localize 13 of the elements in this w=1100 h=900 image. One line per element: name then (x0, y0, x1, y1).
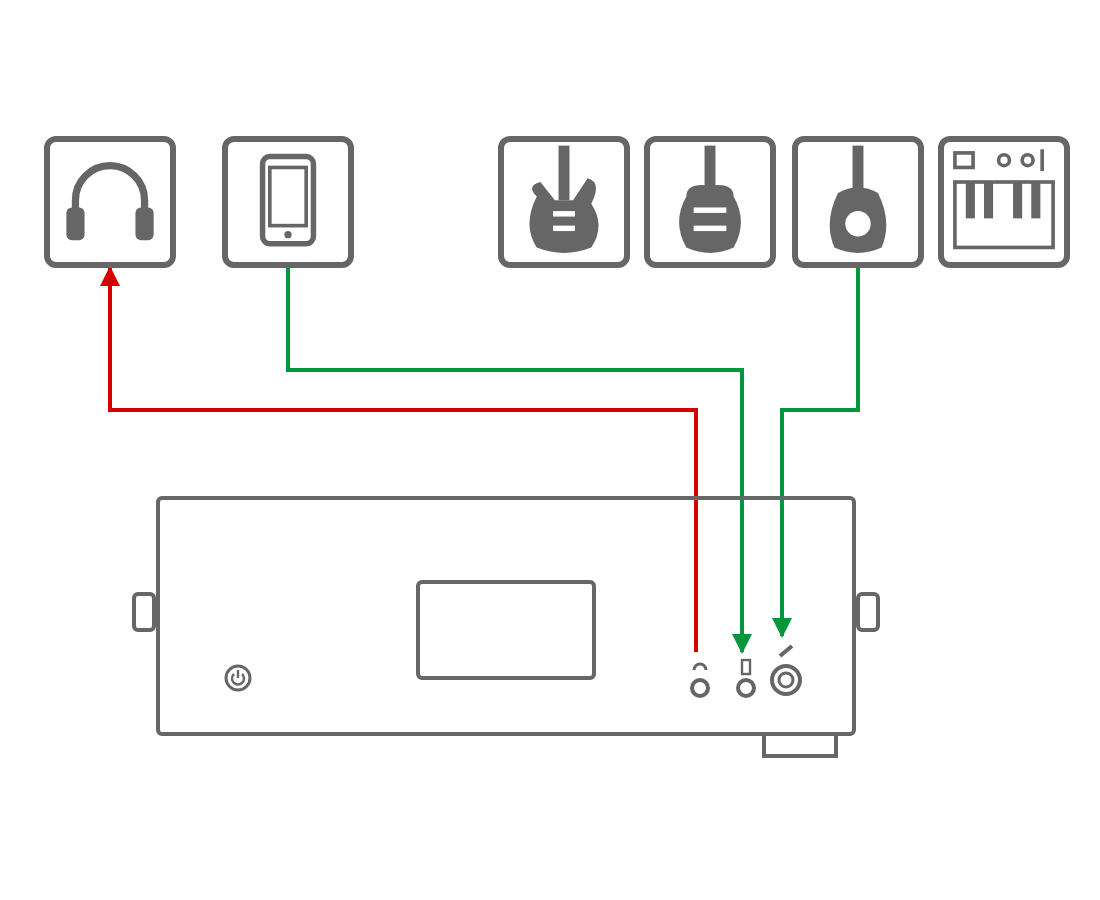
input-jack-icon (734, 656, 758, 700)
electric-guitar-icon (498, 136, 630, 268)
headphones-icon (44, 136, 176, 268)
display-screen (416, 580, 596, 680)
arrow (772, 268, 860, 638)
instrument-jack-icon (768, 640, 804, 700)
acoustic-guitar-icon (792, 136, 924, 268)
synthesizer-icon (938, 136, 1070, 268)
arrow (286, 268, 752, 654)
bass-guitar-icon (644, 136, 776, 268)
arrow (100, 266, 698, 652)
audio-interface-drawing (156, 496, 856, 736)
smartphone-icon (222, 136, 354, 268)
